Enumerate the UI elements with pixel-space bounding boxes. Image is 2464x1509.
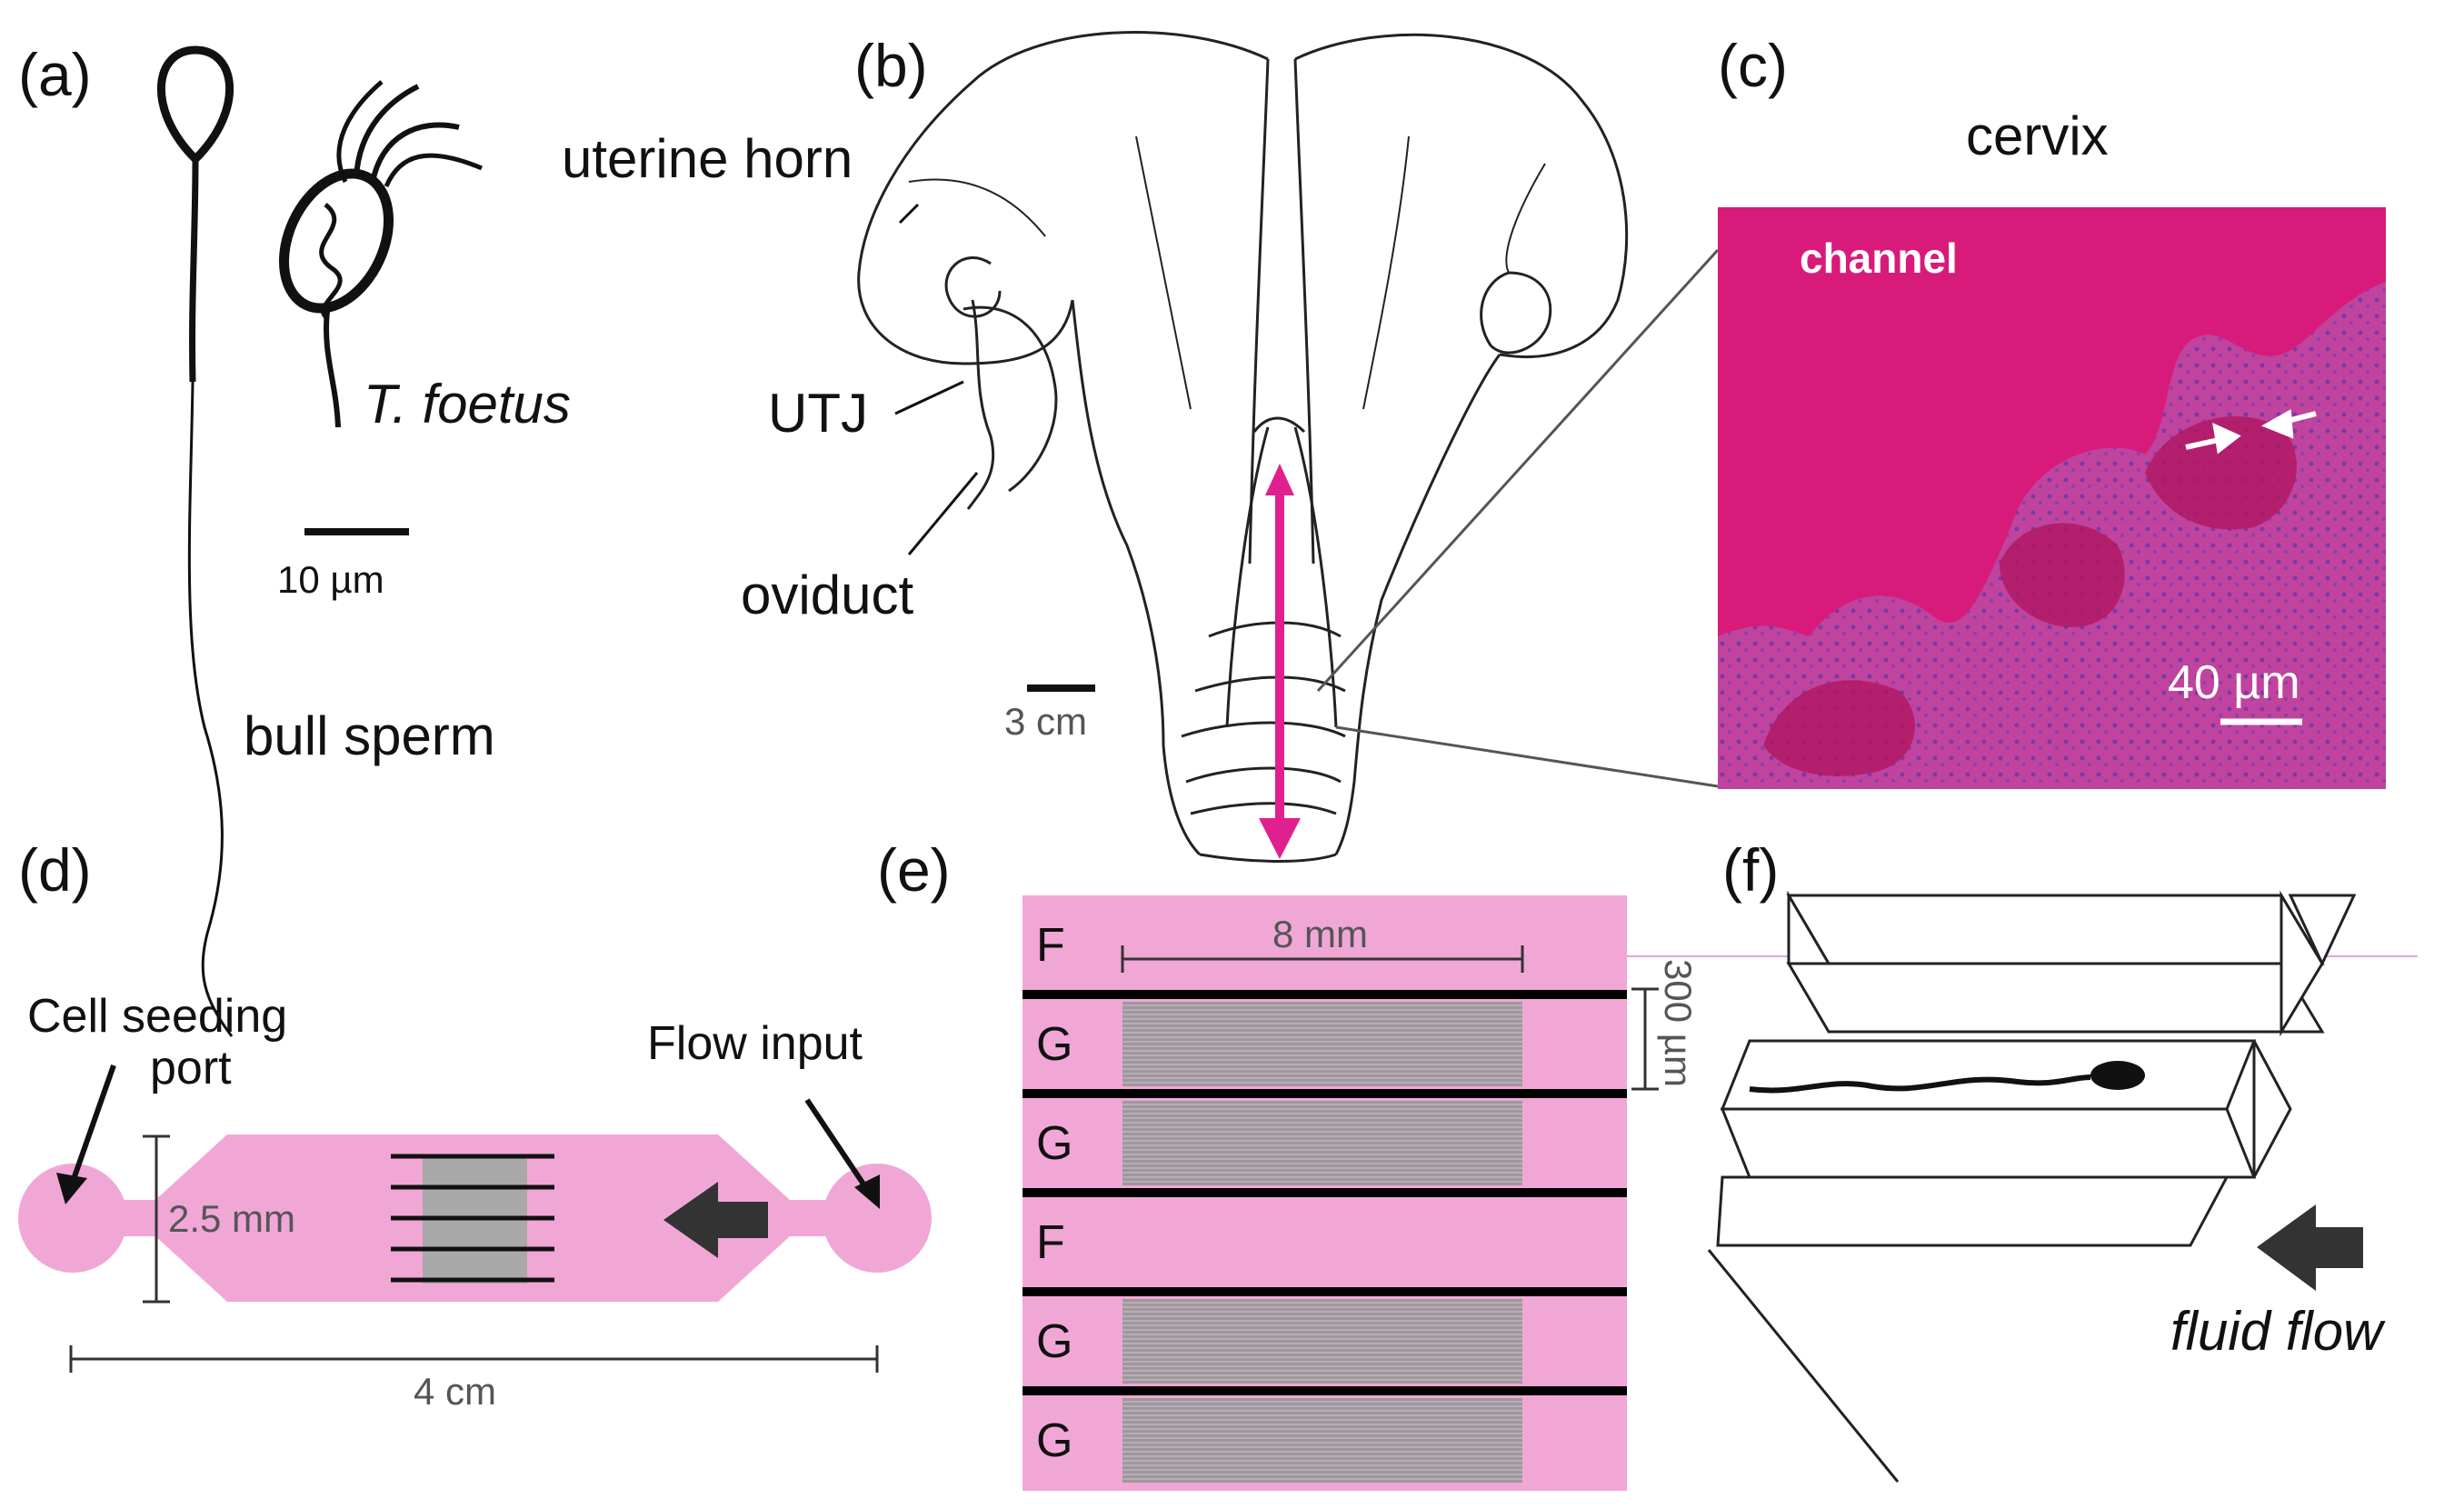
sperm-in-channel [1749, 1074, 2091, 1094]
crypt-2 [2000, 523, 2125, 627]
panel-b: (b) [562, 30, 1720, 863]
row-separator [1023, 1188, 1627, 1197]
utj-label: UTJ [768, 383, 868, 444]
uterine-horn-label: uterine horn [562, 128, 853, 189]
crypt-1 [1763, 680, 1915, 776]
panel-e-letter: (e) [877, 836, 951, 904]
channel-3d-schematic [1716, 890, 2357, 1247]
cell-port-arrow [70, 1064, 116, 1183]
oviduct-label: oviduct [741, 565, 913, 625]
panel-a-letter: (a) [18, 41, 92, 108]
row-label: G [1036, 1315, 1072, 1368]
panel-d-letter: (d) [18, 836, 92, 904]
e-length-dim-label: 8 mm [1272, 913, 1368, 955]
channel-grooves-d [391, 1154, 554, 1284]
micrograph [1718, 207, 2386, 789]
groove-block [1122, 1101, 1522, 1185]
width-dim-label: 2.5 mm [168, 1197, 295, 1240]
row-label: G [1036, 1414, 1072, 1467]
sperm-head [2090, 1061, 2145, 1090]
flow-arrow-d [663, 1182, 768, 1258]
utj-pointer [894, 380, 964, 415]
crypt-width-arrows [2185, 409, 2317, 455]
panel-b-letter: (b) [854, 32, 928, 99]
cell-seeding-label-1: Cell seeding [27, 990, 287, 1043]
length-dim-label: 4 cm [414, 1370, 496, 1413]
panel-d: (d) Cell seeding port Flow input [18, 836, 932, 1413]
row-separator [1023, 990, 1627, 999]
flow-input-arrow-head [854, 1174, 880, 1209]
row-separator [1023, 1386, 1627, 1395]
row-separator [1023, 1287, 1627, 1296]
cervix-arrow-head-bottom [1259, 818, 1301, 859]
panel-f-letter: (f) [1722, 836, 1779, 904]
e-height-dim-label: 300 µm [1657, 959, 1700, 1087]
scale-bar-b-label: 3 cm [1004, 700, 1087, 743]
cervix-title: cervix [1966, 105, 2109, 166]
row-label: F [1036, 919, 1065, 972]
crypt-3 [2145, 416, 2297, 530]
flow-input-label: Flow input [647, 1017, 863, 1070]
scale-bar-c-label: 40 µm [2168, 656, 2300, 709]
channel-edge-line [1707, 1249, 1900, 1483]
cervix-arrow-head-top [1265, 464, 1294, 495]
cell-port-arrow-head [56, 1173, 87, 1204]
zoom-line-top [1316, 248, 1720, 693]
zoom-line-bottom [1335, 725, 1719, 788]
t-foetus-label: T. foetus [364, 374, 571, 435]
channel-label: channel [1800, 235, 1958, 282]
uterine-horn-pointer [898, 203, 920, 225]
bull-sperm-drawing [157, 45, 234, 1037]
groove-block [1122, 1002, 1522, 1086]
panel-a: (a) T. foetus 10 µm bull sperm [18, 41, 571, 1037]
panel-c-letter: (c) [1718, 32, 1788, 99]
cell-seeding-label-2: port [150, 1042, 232, 1094]
flow-input-arrow [804, 1098, 871, 1193]
panel-c: (c) cervix channel 40 µm [1718, 32, 2386, 789]
reproductive-tract-drawing [857, 30, 1629, 863]
scale-bar-a-label: 10 µm [277, 558, 384, 601]
row-separator [1023, 1089, 1627, 1098]
fluid-flow-label: fluid flow [2170, 1301, 2386, 1362]
t-foetus-drawing [278, 80, 483, 428]
row-label: G [1036, 1018, 1072, 1071]
fluid-flow-arrow [2257, 1204, 2363, 1291]
oviduct-pointer [907, 472, 979, 555]
panel-f: (f) fluid flow [1707, 836, 2386, 1483]
groove-block [1122, 1398, 1522, 1483]
row-label: G [1036, 1117, 1072, 1170]
groove-block [1122, 1299, 1522, 1384]
bull-sperm-label: bull sperm [244, 705, 495, 766]
row-label: F [1036, 1216, 1065, 1269]
